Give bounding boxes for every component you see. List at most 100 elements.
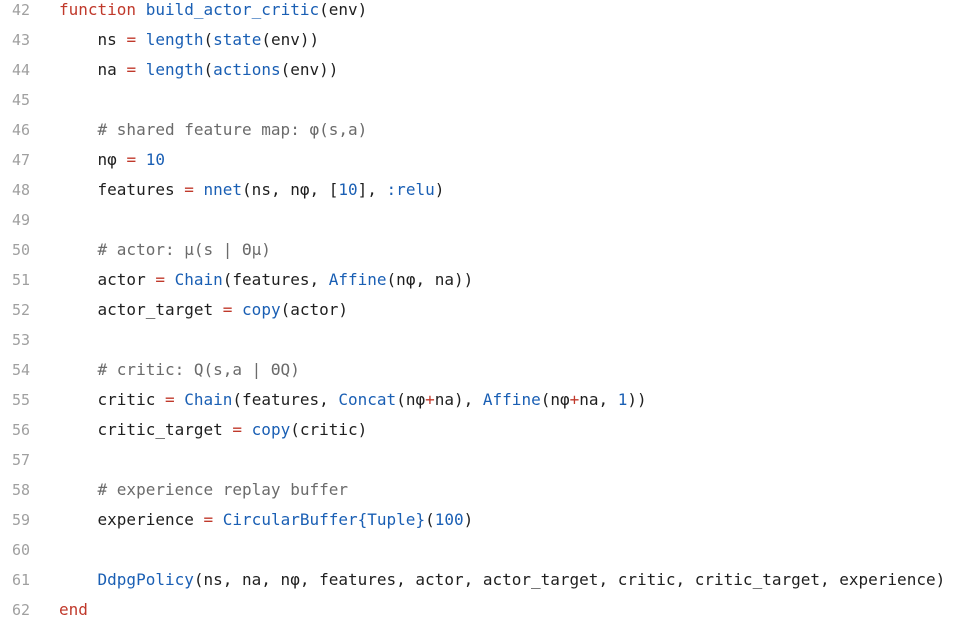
code-token: (actor) (280, 300, 349, 319)
code-token: = (184, 180, 194, 199)
code-text: experience = CircularBuffer{Tuple}(100) (59, 505, 474, 535)
code-line[interactable]: 49 (0, 205, 980, 235)
code-text: na = length(actions(env)) (59, 55, 339, 85)
code-token: ( (203, 60, 214, 79)
code-line[interactable]: 52 actor_target = copy(actor) (0, 295, 980, 325)
code-token (194, 180, 204, 199)
code-line[interactable]: 60 (0, 535, 980, 565)
code-token: + (569, 390, 580, 409)
code-token: copy (251, 420, 291, 439)
code-line[interactable]: 55 critic = Chain(features, Concat(nφ+na… (0, 385, 980, 415)
code-token: # actor: μ(s | Θμ) (59, 240, 271, 259)
code-token: end (59, 600, 88, 619)
line-number: 44 (11, 61, 30, 79)
line-number: 52 (11, 301, 30, 319)
code-token (232, 300, 242, 319)
code-line[interactable]: 56 critic_target = copy(critic) (0, 415, 980, 445)
line-number: 57 (11, 451, 30, 469)
code-line[interactable]: 58 # experience replay buffer (0, 475, 980, 505)
line-number: 47 (11, 151, 30, 169)
code-token (242, 420, 252, 439)
code-line[interactable]: 51 actor = Chain(features, Affine(nφ, na… (0, 265, 980, 295)
code-token: na (59, 60, 127, 79)
code-token (165, 270, 175, 289)
code-token: critic_target (59, 420, 233, 439)
code-token: (ns, nφ, [ (242, 180, 339, 199)
code-line[interactable]: 59 experience = CircularBuffer{Tuple}(10… (0, 505, 980, 535)
code-token: copy (242, 300, 281, 319)
code-token: (env)) (280, 60, 339, 79)
code-token: = (155, 270, 165, 289)
code-token: length (145, 60, 204, 79)
code-token: ], (357, 180, 387, 199)
code-line[interactable]: 50 # actor: μ(s | Θμ) (0, 235, 980, 265)
code-text: function build_actor_critic(env) (59, 0, 367, 25)
line-number: 58 (11, 481, 30, 499)
code-token: (nφ (540, 390, 570, 409)
line-number: 59 (11, 511, 30, 529)
code-token: :relu (386, 180, 435, 199)
code-token: DdpgPolicy (97, 570, 194, 589)
code-token: ( (203, 30, 214, 49)
code-token: (features, (222, 270, 329, 289)
code-line[interactable]: 45 (0, 85, 980, 115)
code-token: (critic) (290, 420, 368, 439)
line-number: 48 (11, 181, 30, 199)
code-token (136, 150, 146, 169)
code-token: function (59, 0, 146, 19)
line-number: 61 (11, 571, 30, 589)
code-token: critic (59, 390, 165, 409)
code-token: actions (213, 60, 281, 79)
code-text: critic = Chain(features, Concat(nφ+na), … (59, 385, 647, 415)
code-line[interactable]: 46 # shared feature map: φ(s,a) (0, 115, 980, 145)
code-token: nφ (59, 150, 127, 169)
code-token: actor (59, 270, 156, 289)
line-number: 43 (11, 31, 30, 49)
code-text: actor_target = copy(actor) (59, 295, 348, 325)
code-token: Chain (184, 390, 233, 409)
code-token: 1 (617, 390, 628, 409)
code-line[interactable]: 54 # critic: Q(s,a | ΘQ) (0, 355, 980, 385)
code-line[interactable]: 43 ns = length(state(env)) (0, 25, 980, 55)
code-token: na), (434, 390, 483, 409)
code-line[interactable]: 53 (0, 325, 980, 355)
code-text: # shared feature map: φ(s,a) (59, 115, 368, 145)
line-number: 53 (11, 331, 30, 349)
code-line[interactable]: 48 features = nnet(ns, nφ, [10], :relu) (0, 175, 980, 205)
code-line[interactable]: 57 (0, 445, 980, 475)
line-number: 54 (11, 361, 30, 379)
code-token (136, 60, 146, 79)
code-token: 10 (145, 150, 165, 169)
code-token: (features, (232, 390, 339, 409)
code-token: ( (425, 510, 435, 529)
code-text: critic_target = copy(critic) (59, 415, 368, 445)
code-token: = (203, 510, 214, 529)
code-token: Chain (174, 270, 223, 289)
line-number: 51 (11, 271, 30, 289)
code-token: )) (627, 390, 647, 409)
code-token: features (59, 180, 185, 199)
code-token (213, 510, 223, 529)
code-token: (env) (319, 0, 368, 19)
code-token: = (164, 390, 175, 409)
code-token: (nφ, na)) (386, 270, 474, 289)
line-number: 55 (11, 391, 30, 409)
code-token: = (126, 30, 137, 49)
line-number: 45 (11, 91, 30, 109)
code-line[interactable]: 44 na = length(actions(env)) (0, 55, 980, 85)
code-token: Affine (328, 270, 387, 289)
code-token: # critic: Q(s,a | ΘQ) (59, 360, 300, 379)
code-token: state (213, 30, 262, 49)
code-text: end (59, 595, 88, 625)
code-token: ns (59, 30, 127, 49)
code-line[interactable]: 62 end (0, 595, 980, 625)
code-token: (env)) (261, 30, 320, 49)
code-line[interactable]: 61 DdpgPolicy(ns, na, nφ, features, acto… (0, 565, 980, 595)
code-line[interactable]: 47 nφ = 10 (0, 145, 980, 175)
line-number: 62 (11, 601, 30, 619)
code-token: length (145, 30, 204, 49)
code-text: actor = Chain(features, Affine(nφ, na)) (59, 265, 474, 295)
code-token: CircularBuffer{Tuple} (222, 510, 426, 529)
